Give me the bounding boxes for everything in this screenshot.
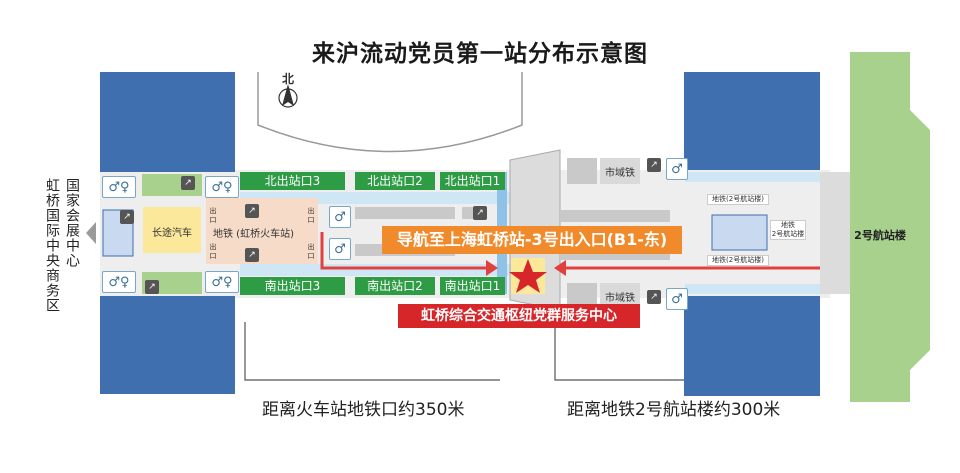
south-bracket-left: [244, 322, 500, 381]
label-expo-center: 国家会展中心: [64, 178, 80, 268]
metro-t2-label: 地铁 2号航站楼: [770, 220, 806, 240]
metro-t2-label: 地铁(2号航站楼): [707, 255, 769, 266]
exit-south-3: 南出站口3: [240, 277, 345, 295]
exit-north-1: 北出站口1: [440, 172, 505, 190]
escalator-icon: ↗: [245, 248, 259, 262]
escalator-icon: ↗: [245, 204, 259, 218]
service-center-banner[interactable]: 虹桥综合交通枢纽党群服务中心: [398, 304, 640, 328]
long-bus-area: [143, 207, 201, 253]
compass-label: 北: [281, 72, 294, 86]
escalator-icon: ↗: [145, 280, 159, 294]
exit-mark: 出口: [307, 207, 315, 224]
terminal-2: [850, 52, 930, 402]
arrow-left-head: [486, 260, 498, 276]
map-title: 来沪流动党员第一站分布示意图: [312, 41, 648, 67]
exit-south-2: 南出站口2: [355, 277, 435, 295]
terminal-label: 2号航站楼: [854, 229, 906, 242]
restroom-icon: ♂: [329, 238, 351, 260]
arrow-right-head: [554, 260, 566, 276]
block-left-top: [100, 72, 235, 172]
metro-station-label: 地铁 (虹桥火车站): [213, 229, 294, 240]
label-cbd: 虹桥国际中央商务区: [44, 178, 60, 313]
exit-north-3: 北出站口3: [240, 172, 345, 190]
lane-south: [240, 264, 520, 276]
exit-mark: 出口: [209, 243, 217, 260]
exit-mark: 出口: [307, 243, 315, 260]
restroom-icon: ♂♀: [205, 271, 239, 293]
bar-r1: [560, 210, 670, 222]
route-left: [320, 232, 490, 270]
right-small-box: [711, 214, 768, 251]
exit-mark: 出口: [209, 207, 217, 224]
restroom-icon: ♂: [666, 288, 688, 310]
escalator-icon: ↗: [120, 210, 134, 224]
city-rail-bottom: 市域铁: [605, 293, 635, 304]
escalator-icon: ↗: [647, 158, 661, 172]
distance-left: 距离火车站地铁口约350米: [262, 400, 465, 420]
navigation-banner[interactable]: 导航至上海虹桥站-3号出入口(B1-东): [382, 226, 682, 254]
escalator-icon: ↗: [647, 290, 661, 304]
restroom-icon: ♂: [666, 158, 688, 180]
restroom-icon: ♂♀: [102, 271, 136, 293]
restroom-icon: ♂♀: [102, 176, 136, 198]
north-outline: [257, 72, 523, 153]
exit-north-2: 北出站口2: [355, 172, 435, 190]
escalator-icon: ↗: [473, 206, 487, 220]
escalator-icon: ↗: [181, 176, 195, 190]
terminal-connector: [820, 172, 850, 294]
restroom-icon: ♂♀: [205, 176, 239, 198]
left-pointer: [86, 222, 96, 244]
block-left-bottom: [100, 296, 235, 394]
long-bus-label: 长途汽车: [152, 228, 192, 239]
exit-south-1: 南出站口1: [440, 277, 505, 295]
lane-r-bottom: [685, 284, 825, 294]
room-r1: [567, 158, 597, 184]
metro-area: [206, 198, 318, 264]
distance-right: 距离地铁2号航站楼约300米: [567, 400, 781, 420]
bar-1: [355, 207, 455, 219]
block-right-top: [684, 72, 820, 170]
metro-t2-label: 地铁(2号航站楼): [707, 194, 769, 205]
city-rail-top: 市域铁: [605, 168, 635, 179]
compass-icon: [278, 84, 298, 108]
room-r2: [600, 158, 640, 184]
lane-r-top: [685, 172, 825, 182]
restroom-icon: ♂: [329, 206, 351, 228]
service-star: [509, 259, 547, 293]
block-right-bottom: [684, 296, 820, 396]
